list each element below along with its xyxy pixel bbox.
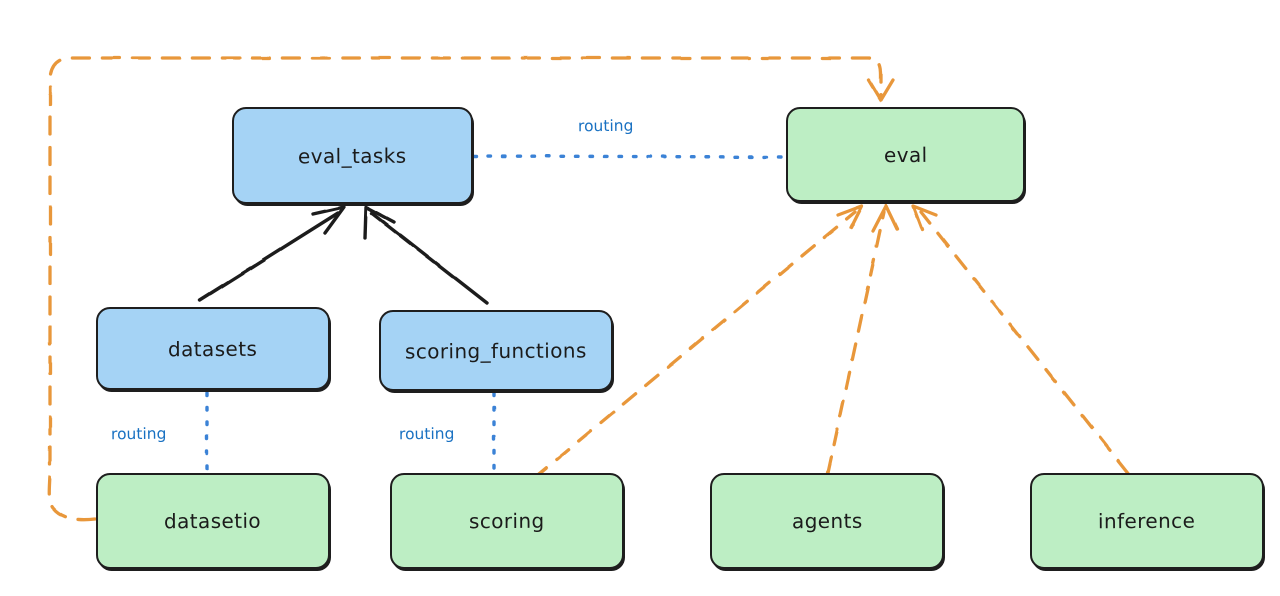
edge-evaltasks-eval: [472, 154, 786, 159]
node-scoring-functions[interactable]: scoring_functions: [379, 310, 613, 391]
edge-label-routing-scoring: routing: [398, 424, 455, 444]
edge-inference-eval: [911, 204, 1130, 475]
node-label: scoring: [469, 508, 545, 534]
edge-label-routing-eval: routing: [577, 116, 634, 136]
edge-datasets-evaltasks: [198, 205, 346, 302]
edge-label-routing-datasetio: routing: [110, 424, 167, 444]
edge-scoringfunctions-evaltasks: [363, 205, 489, 305]
edge-agents-eval: [826, 204, 899, 475]
node-datasetio[interactable]: datasetio: [96, 473, 330, 569]
node-inference[interactable]: inference: [1030, 473, 1264, 569]
edge-datasetio-eval: [47, 56, 895, 522]
node-label: datasetio: [164, 508, 262, 534]
node-label: eval: [883, 142, 928, 167]
node-datasets[interactable]: datasets: [96, 307, 330, 390]
node-agents[interactable]: agents: [710, 473, 944, 569]
node-label: scoring_functions: [405, 337, 587, 364]
node-label: datasets: [168, 336, 258, 361]
node-label: eval_tasks: [298, 143, 407, 168]
node-eval-tasks[interactable]: eval_tasks: [232, 107, 473, 204]
edge-scoring-eval: [532, 204, 864, 480]
node-label: inference: [1098, 508, 1196, 534]
node-label: agents: [791, 508, 863, 534]
node-scoring[interactable]: scoring: [390, 473, 624, 569]
node-eval[interactable]: eval: [786, 107, 1025, 202]
